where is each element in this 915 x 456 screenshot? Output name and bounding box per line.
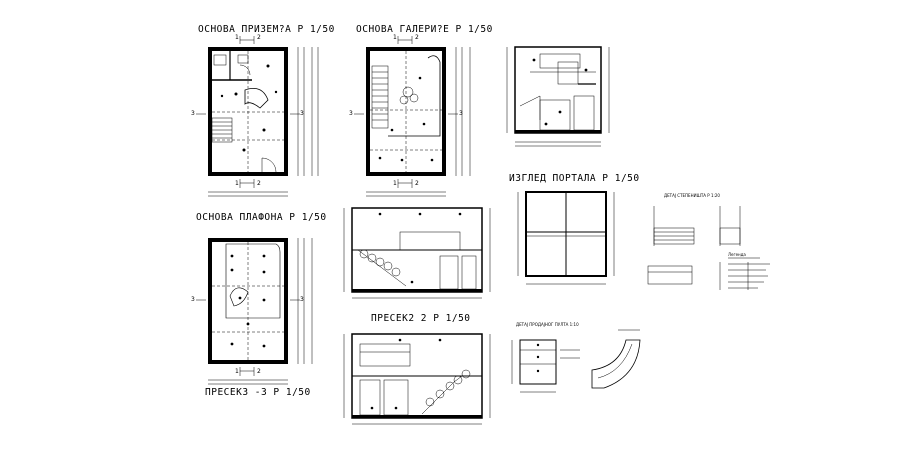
gallery-plan-mark-3-right: 3 bbox=[459, 110, 463, 117]
ground-floor-plan-title: ОСНОВА ПРИЗЕМ?А Р 1/50 bbox=[198, 24, 335, 35]
ground-plan-mark-3-left: 3 bbox=[191, 110, 195, 117]
ground-plan-mark-1-top: 1 bbox=[235, 34, 239, 41]
stair-detail-title: ДЕТАЈ СТЕПЕНИШТА Р 1:20 bbox=[664, 193, 720, 198]
gallery-plan-mark-1-bottom: 1 bbox=[393, 180, 397, 187]
counter-detail-title: ДЕТАЈ ПРОДАЈНОГ ПУЛТА 1:10 bbox=[516, 322, 579, 327]
gallery-plan-mark-2-top: 2 bbox=[415, 34, 419, 41]
ceiling-plan-mark-2-bottom: 2 bbox=[257, 368, 261, 375]
ceiling-plan-mark-3-left: 3 bbox=[191, 296, 195, 303]
gallery-plan-mark-1-top: 1 bbox=[393, 34, 397, 41]
ground-plan-mark-3-right: 3 bbox=[300, 110, 304, 117]
section-2-title: ПРЕСЕК2 2 Р 1/50 bbox=[371, 313, 471, 324]
gallery-plan-title: ОСНОВА ГАЛЕРИ?Е Р 1/50 bbox=[356, 24, 493, 35]
ground-plan-mark-2-top: 2 bbox=[257, 34, 261, 41]
portal-elevation-title: ИЗГЛЕД ПОРТАЛА Р 1/50 bbox=[509, 173, 640, 184]
section-3-title: ПРЕСЕКЗ -З Р 1/50 bbox=[205, 387, 311, 398]
gallery-plan-mark-3-left: 3 bbox=[349, 110, 353, 117]
legend-heading: Легенда bbox=[728, 252, 746, 257]
ground-plan-mark-1-bottom: 1 bbox=[235, 180, 239, 187]
ground-plan-mark-2-bottom: 2 bbox=[257, 180, 261, 187]
ceiling-plan-title: ОСНОВА ПЛАФОНА Р 1/50 bbox=[196, 212, 327, 223]
gallery-plan-mark-2-bottom: 2 bbox=[415, 180, 419, 187]
ceiling-plan-mark-3-right: 3 bbox=[300, 296, 304, 303]
ceiling-plan-mark-1-bottom: 1 bbox=[235, 368, 239, 375]
